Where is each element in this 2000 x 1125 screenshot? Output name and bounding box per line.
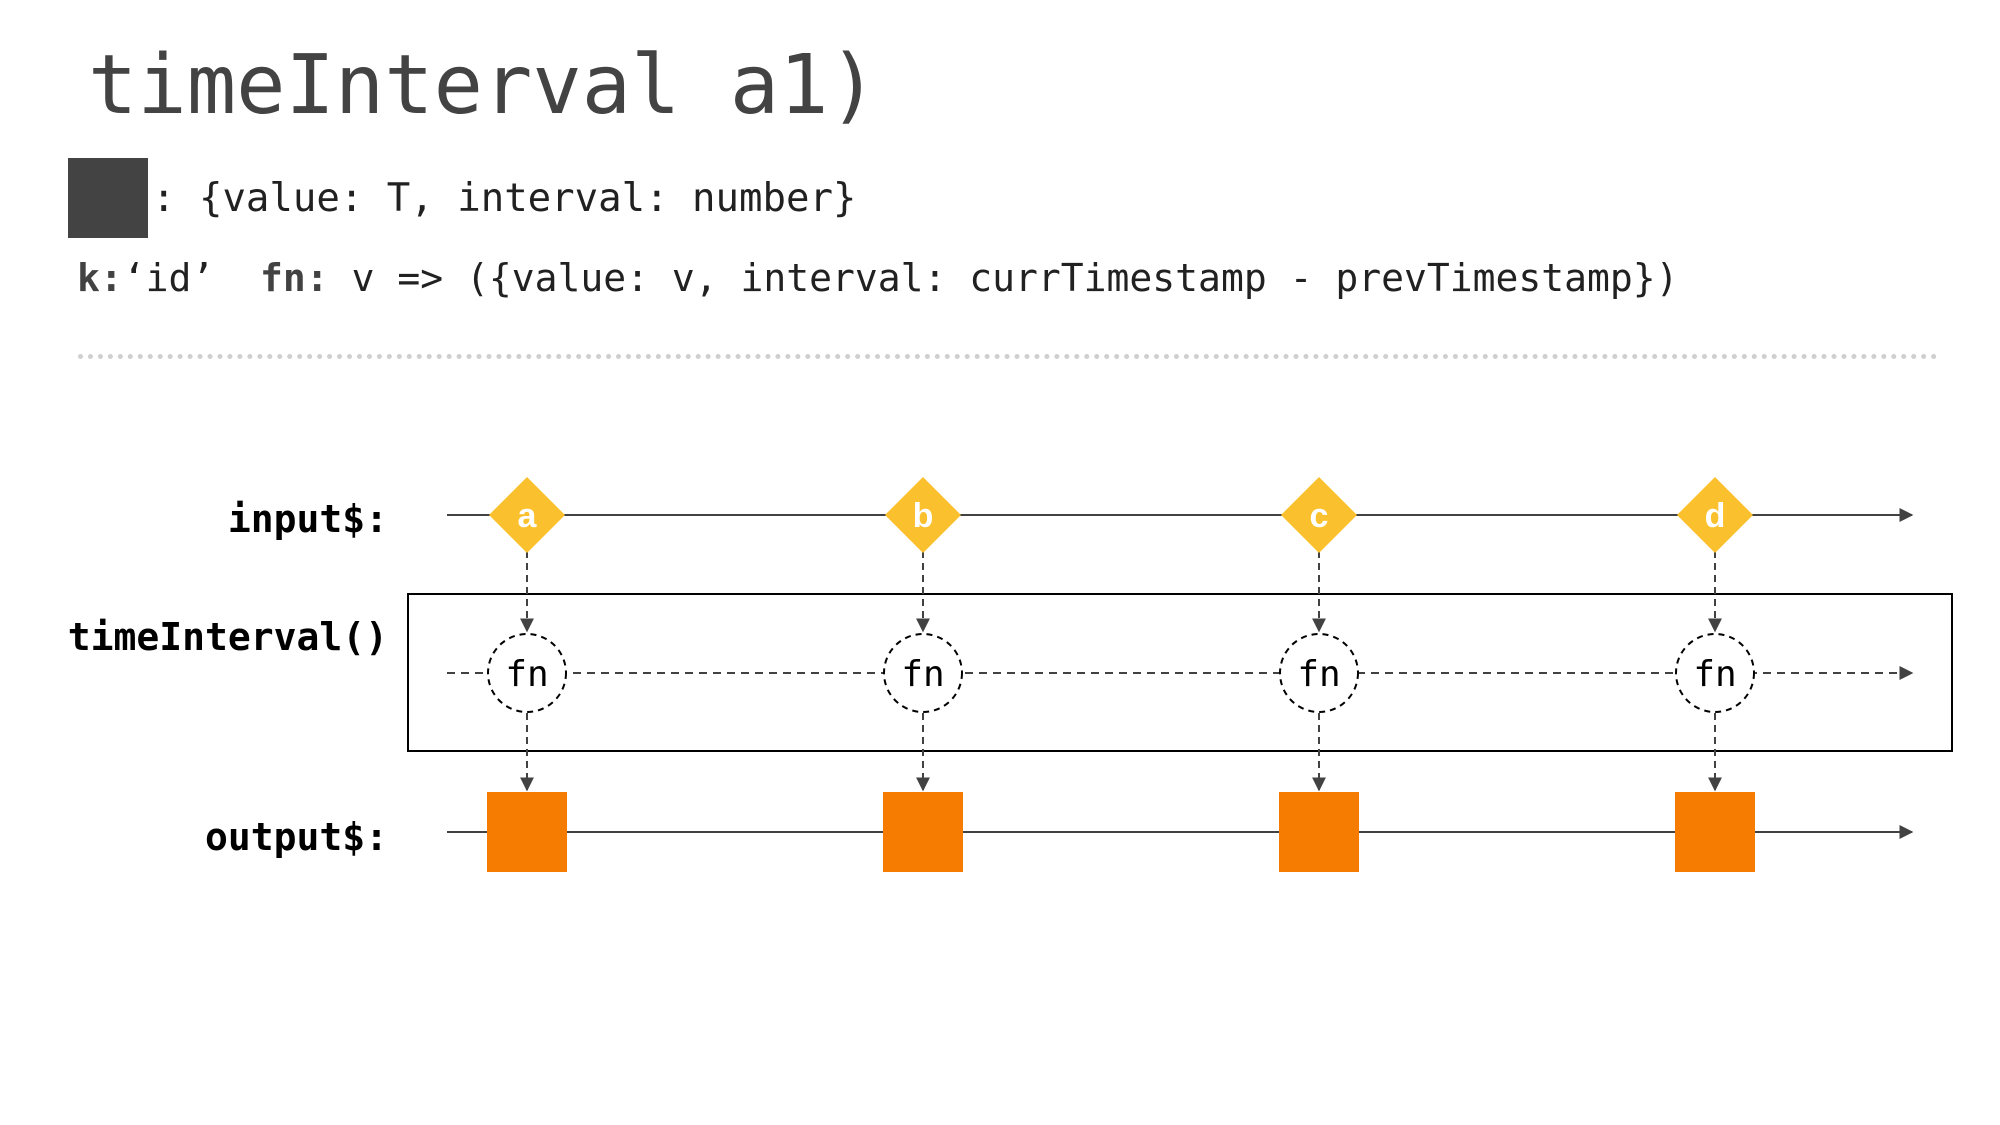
input-event-label: c	[1310, 497, 1329, 535]
type-signature: : {value: T, interval: number}	[152, 176, 857, 221]
output-type-swatch	[68, 158, 148, 238]
output-event-square	[883, 792, 963, 872]
fn-circle	[1675, 633, 1755, 713]
input-stream-label: input$:	[227, 497, 388, 541]
params-line: k:‘id’ fn: v => ({value: v, interval: cu…	[77, 256, 1679, 300]
fn-label: fn	[1693, 654, 1736, 695]
fn-circle	[1279, 633, 1359, 713]
page-title: timeInterval a1)	[88, 38, 878, 133]
param-fn-label: fn:	[260, 256, 329, 300]
fn-label: fn	[505, 654, 548, 695]
output-event-square	[1675, 792, 1755, 872]
param-k-label: k:	[77, 256, 123, 300]
output-event-square	[1279, 792, 1359, 872]
fn-label: fn	[901, 654, 944, 695]
input-event-label: a	[518, 497, 538, 535]
output-stream-label: output$:	[204, 815, 388, 859]
input-event-label: b	[913, 497, 934, 535]
input-event-diamond	[489, 477, 565, 553]
input-event-diamond	[1281, 477, 1357, 553]
input-event-diamond	[885, 477, 961, 553]
fn-circle	[487, 633, 567, 713]
input-event-label: d	[1705, 497, 1726, 535]
param-fn-value: v => ({value: v, interval: currTimestamp…	[351, 256, 1679, 300]
section-divider	[78, 354, 1938, 359]
fn-circle	[883, 633, 963, 713]
output-event-square	[487, 792, 567, 872]
param-k-value: ‘id’	[122, 256, 215, 300]
input-event-diamond	[1677, 477, 1753, 553]
fn-label: fn	[1297, 654, 1340, 695]
operator-box	[407, 593, 1953, 752]
operator-label: timeInterval()	[67, 615, 388, 659]
